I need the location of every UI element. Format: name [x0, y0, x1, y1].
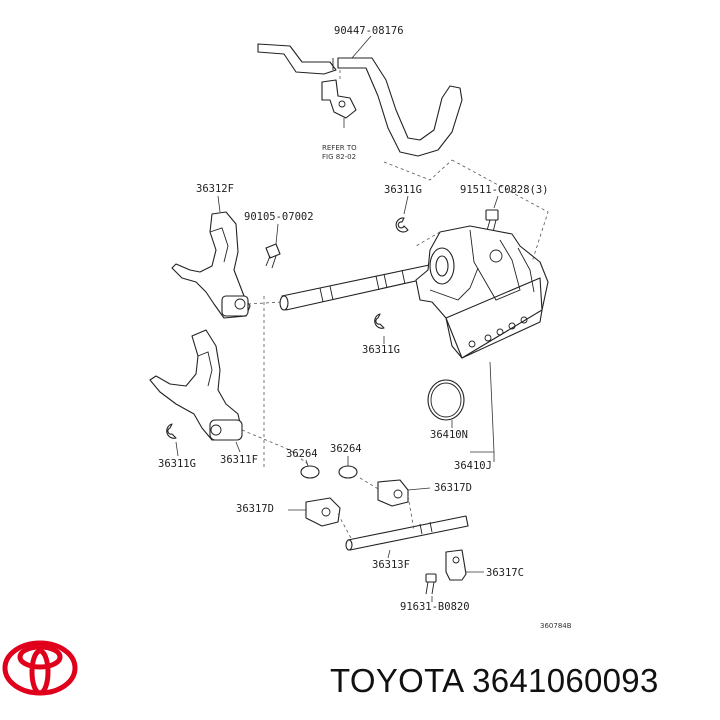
- snap-ring-mid: [374, 313, 385, 329]
- shift-fork-36311F: [149, 329, 243, 441]
- shift-shaft-36313F: [345, 515, 469, 551]
- shift-fork-36312F: [171, 211, 251, 319]
- label-36311G-left: 36311G: [158, 458, 196, 470]
- label-91511-C0828: 91511-C0828(3): [460, 184, 549, 196]
- lock-bolt-90105: [265, 243, 281, 269]
- label-91631-B0820: 91631-B0820: [400, 601, 470, 613]
- label-36311G-top: 36311G: [384, 184, 422, 196]
- label-90447-08176: 90447-08176: [334, 25, 404, 37]
- hose-clip: [321, 79, 357, 119]
- label-36311G-mid: 36311G: [362, 344, 400, 356]
- label-36264-b: 36264: [330, 443, 362, 455]
- label-36317D-right: 36317D: [434, 482, 472, 494]
- bolt-91631: [425, 573, 437, 595]
- snap-ring-top: [395, 217, 409, 233]
- shift-head-36317C: [445, 549, 467, 581]
- label-36317D-left: 36317D: [236, 503, 274, 515]
- snap-ring-left: [166, 423, 177, 439]
- label-refer-to: REFER TO: [322, 144, 357, 152]
- shift-shaft: [279, 263, 439, 311]
- shift-head-36317D-left: [305, 497, 341, 527]
- label-fig-82-02: FIG 82-02: [322, 153, 356, 161]
- pin-36264-b: [338, 465, 358, 479]
- label-figure-code: 360784B: [540, 622, 572, 630]
- label-36317C: 36317C: [486, 567, 524, 579]
- label-36264-a: 36264: [286, 448, 318, 460]
- label-36410J: 36410J: [454, 460, 492, 472]
- shift-head-36317D-right: [377, 479, 409, 507]
- label-36313F: 36313F: [372, 559, 410, 571]
- pin-36264-a: [300, 465, 320, 479]
- breather-hose: [257, 43, 463, 157]
- label-36312F: 36312F: [196, 183, 234, 195]
- toyota-logo: [2, 640, 78, 696]
- part-number-caption: TOYOTA 3641060093: [330, 662, 659, 699]
- label-36311F: 36311F: [220, 454, 258, 466]
- label-90105-07002: 90105-07002: [244, 211, 314, 223]
- o-ring-36410N: [427, 379, 465, 421]
- label-36410N: 36410N: [430, 429, 468, 441]
- shift-housing: [415, 225, 549, 359]
